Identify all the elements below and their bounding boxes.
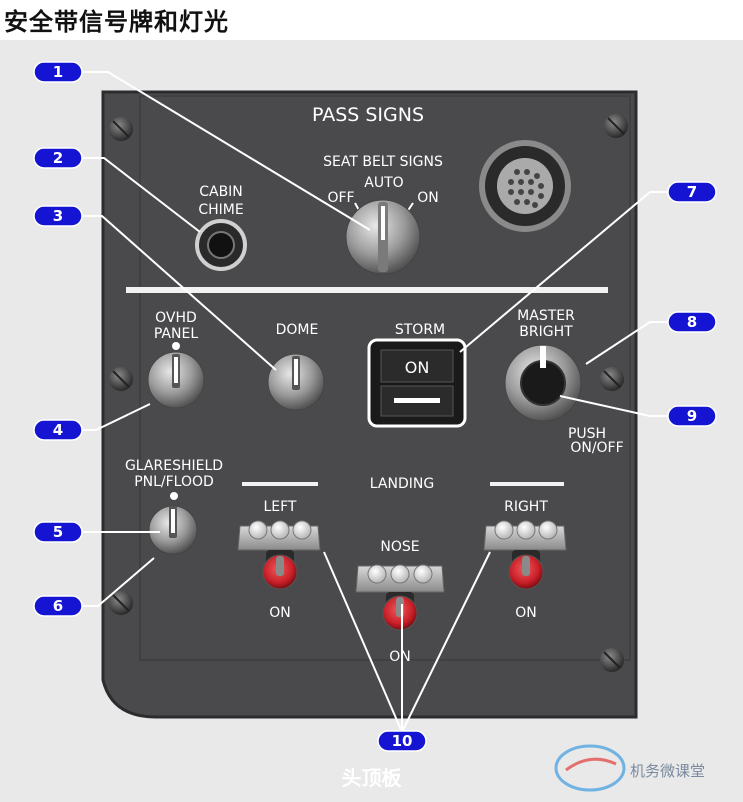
callout-badge-6: 6: [33, 595, 83, 617]
diagram-caption: 头顶板: [341, 766, 402, 790]
cabin-chime-label-2: CHIME: [198, 202, 243, 218]
glareshield-label-1: GLARESHIELD: [125, 458, 223, 474]
svg-text:3: 3: [53, 207, 63, 225]
landing-left-on-label: ON: [269, 605, 291, 621]
landing-nose-switch: [355, 564, 445, 631]
leader-line-10c: [401, 551, 491, 733]
callout-badge-1: 1: [33, 61, 83, 83]
svg-text:2: 2: [53, 149, 63, 167]
cabin-chime-label-1: CABIN: [199, 184, 243, 200]
panel-inner-bevel: [139, 95, 631, 661]
ovhd-panel-knob: [147, 342, 205, 409]
push-label-1: PUSH: [568, 426, 606, 442]
storm-switch[interactable]: ON: [367, 338, 467, 428]
leader-line-10a: [323, 551, 403, 733]
seat-belt-on-label: ON: [417, 190, 439, 206]
seat-belt-selector-knob: [345, 199, 421, 275]
page-title: 安全带信号牌和灯光: [4, 8, 229, 36]
master-bright-label-2: BRIGHT: [519, 324, 573, 340]
ovhd-panel-label-1: OVHD: [155, 310, 197, 326]
callout-badge-4: 4: [33, 419, 83, 441]
landing-right-on-label: ON: [515, 605, 537, 621]
seat-belt-label: SEAT BELT SIGNS: [323, 154, 443, 170]
screw-icon: [600, 367, 624, 391]
landing-left-label: LEFT: [263, 499, 296, 515]
landing-left-underline: [242, 482, 318, 486]
callout-badge-10: 10: [377, 730, 427, 752]
leader-line-4: [82, 403, 151, 431]
cabin-chime-jack: [195, 219, 247, 271]
leader-line-8: [585, 321, 668, 365]
landing-right-label: RIGHT: [504, 499, 548, 515]
pass-signs-heading: PASS SIGNS: [312, 104, 424, 126]
connector-socket: [479, 140, 571, 232]
master-bright-label-1: MASTER: [517, 308, 575, 324]
svg-text:4: 4: [53, 421, 63, 439]
svg-text:7: 7: [687, 183, 697, 201]
callout-badge-3: 3: [33, 205, 83, 227]
dome-label: DOME: [276, 322, 319, 338]
glareshield-knob: [148, 492, 198, 555]
callout-badge-9: 9: [667, 405, 717, 427]
storm-label: STORM: [395, 322, 445, 338]
seat-belt-off-label: OFF: [327, 190, 354, 206]
landing-label: LANDING: [370, 476, 434, 492]
svg-text:10: 10: [392, 732, 413, 750]
svg-text:1: 1: [53, 63, 63, 81]
landing-nose-on-label: ON: [389, 649, 411, 665]
screw-icon: [109, 117, 133, 141]
screw-icon: [600, 648, 624, 672]
callout-badge-7: 7: [667, 181, 717, 203]
screw-icon: [109, 367, 133, 391]
glareshield-label-2: PNL/FLOOD: [134, 474, 214, 490]
callout-badge-8: 8: [667, 311, 717, 333]
screw-icon: [109, 591, 133, 615]
svg-text:9: 9: [687, 407, 697, 425]
leader-line-9: [559, 395, 668, 417]
leader-line-6: [82, 557, 155, 607]
dome-knob: [267, 353, 325, 411]
ovhd-panel-label-2: PANEL: [154, 326, 198, 342]
landing-left-switch: [237, 520, 321, 590]
leader-line-1: [82, 71, 371, 231]
leader-line-7: [459, 191, 668, 353]
landing-right-switch: [483, 520, 567, 590]
panel-divider: [126, 287, 608, 293]
svg-text:8: 8: [687, 313, 697, 331]
leader-line-3: [82, 215, 277, 371]
callout-badge-5: 5: [33, 521, 83, 543]
watermark-logo-icon: [554, 744, 626, 792]
callout-badge-2: 2: [33, 147, 83, 169]
master-bright-knob: [504, 344, 582, 422]
svg-text:6: 6: [53, 597, 63, 615]
seat-belt-auto-label: AUTO: [364, 175, 403, 191]
leader-line-2: [82, 157, 201, 233]
storm-on-text: ON: [405, 358, 430, 377]
screw-icon: [604, 114, 628, 138]
landing-nose-label: NOSE: [380, 539, 419, 555]
watermark-text: 机务微课堂: [630, 762, 706, 780]
landing-right-underline: [490, 482, 564, 486]
svg-text:5: 5: [53, 523, 63, 541]
push-label-2: ON/OFF: [570, 440, 623, 456]
